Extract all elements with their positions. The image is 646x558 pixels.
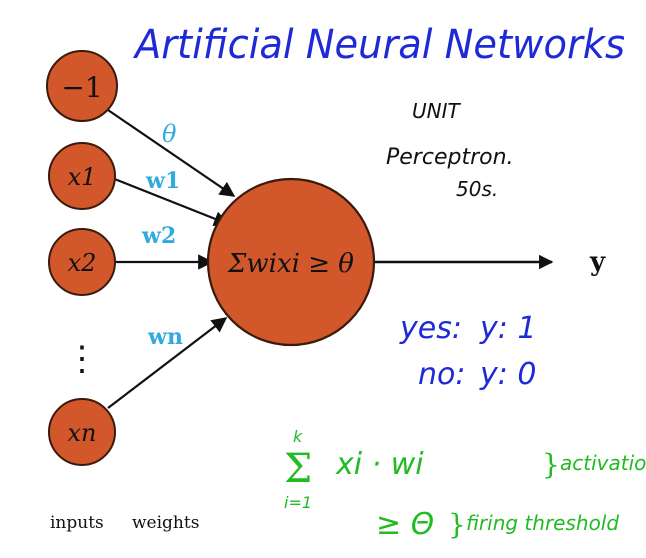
- sum-upper-limit: k: [293, 427, 303, 446]
- brace-firing: }: [448, 508, 466, 541]
- input-label-x2: x2: [68, 249, 97, 277]
- input-label-x1: x1: [68, 163, 97, 191]
- firing-threshold-label: firing threshold: [466, 511, 619, 535]
- input-ellipsis: ⋮: [65, 339, 99, 379]
- sum-sigma: Σ: [284, 446, 312, 492]
- edge-xn: [107, 317, 228, 409]
- weight-w2: w2: [141, 223, 176, 249]
- edge-bias: [107, 109, 236, 197]
- note-perceptron: Perceptron.: [386, 145, 514, 170]
- input-node-xn: xn: [48, 398, 116, 466]
- input-node-x1: x1: [48, 142, 116, 210]
- footer-weights: weights: [132, 513, 199, 533]
- input-label-xn: xn: [68, 419, 97, 447]
- threshold-prefix: ≥ Θ: [376, 507, 434, 542]
- input-node-bias: −1: [46, 50, 118, 122]
- sum-term: xi · wi: [335, 447, 424, 482]
- sum-lower-limit: i=1: [284, 493, 312, 512]
- title: Artificial Neural Networks: [132, 22, 625, 68]
- footer-inputs: inputs: [50, 513, 104, 533]
- rule-no-value: y: 0: [479, 357, 536, 392]
- note-era: 50s.: [456, 177, 498, 201]
- neuron-label: Σwixi ≥ θ: [227, 249, 354, 279]
- input-node-x2: x2: [48, 228, 116, 296]
- edge-x1: [111, 176, 230, 227]
- weight-wn: wn: [147, 324, 183, 350]
- input-label-bias: −1: [61, 71, 102, 104]
- brace-activation: }: [542, 448, 560, 481]
- rule-yes-value: y: 1: [479, 311, 536, 346]
- activation-label: activation: [560, 451, 646, 475]
- weight-theta: θ: [162, 120, 177, 148]
- rule-yes: yes:: [399, 311, 462, 346]
- weight-w1: w1: [145, 168, 180, 194]
- output-label: y: [589, 247, 606, 277]
- neuron-node: Σwixi ≥ θ: [206, 177, 376, 347]
- rule-no: no:: [418, 357, 465, 392]
- note-unit: UNIT: [412, 99, 461, 123]
